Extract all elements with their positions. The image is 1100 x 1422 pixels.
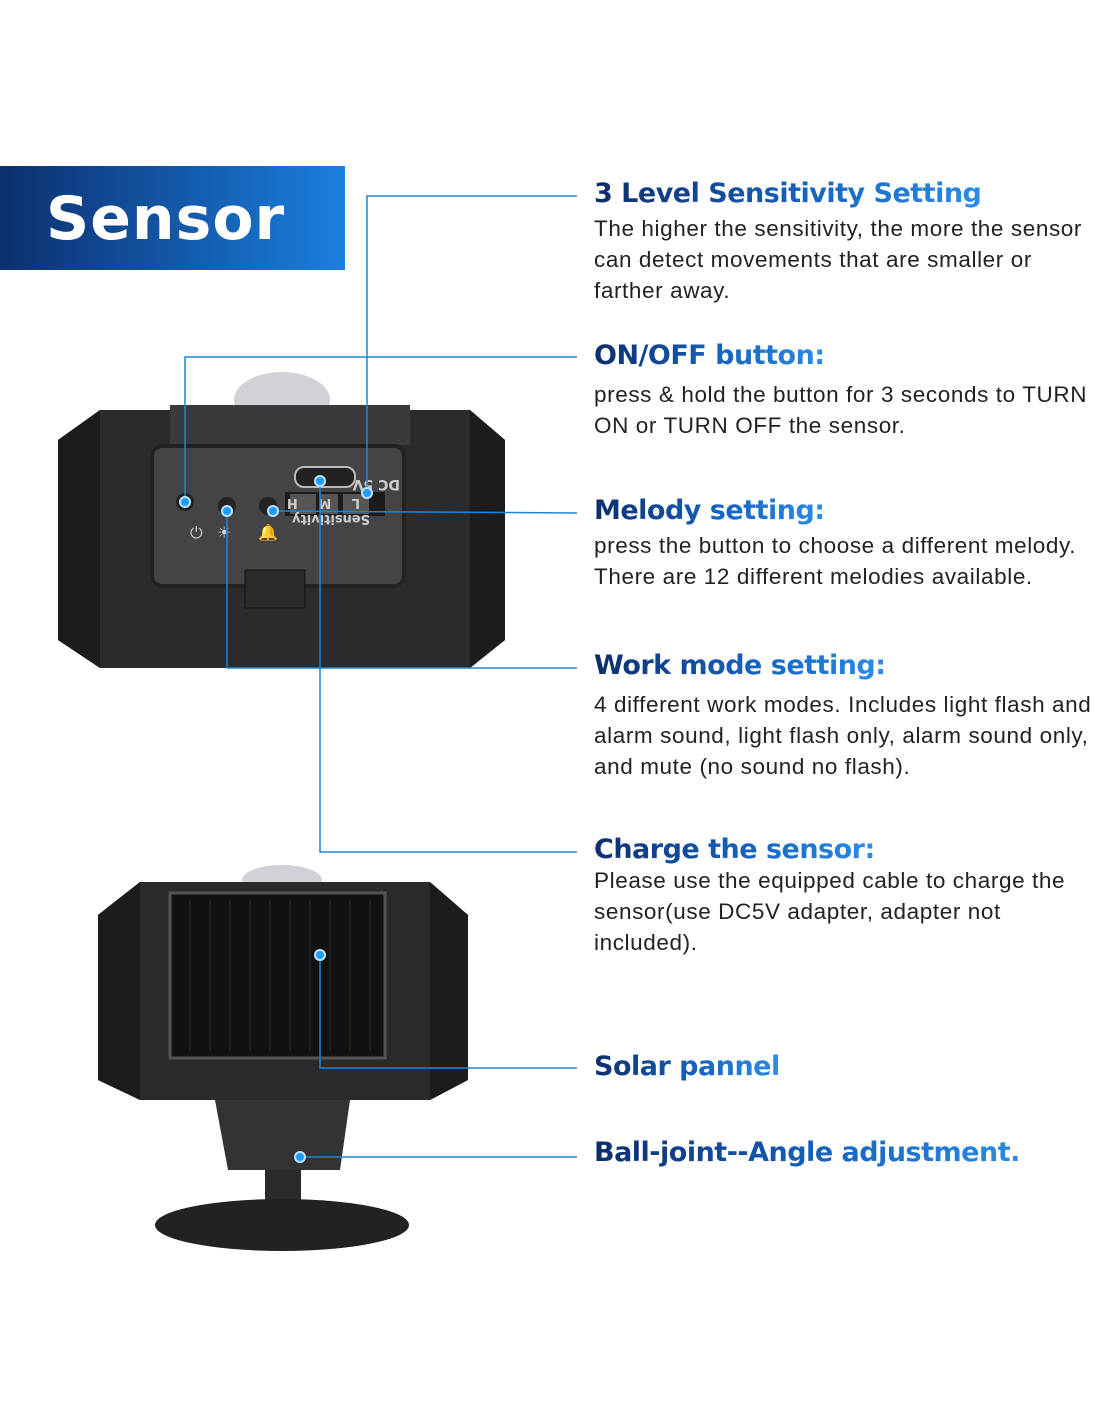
section-on-off: ON/OFF button: press & hold the button fo… (594, 340, 1100, 441)
sensor-back-view: ⏻ ☀ 🔔 DC 5V Sensitivity L M H (58, 372, 505, 1251)
section-work-mode: Work mode setting: 4 different work modes… (594, 650, 1100, 782)
section-title: Solar pannel (594, 1051, 780, 1082)
section-body: 4 different work modes. Includes light f… (594, 692, 1092, 779)
section-body: Please use the equipped cable to charge … (594, 868, 1066, 955)
section-title: Work mode setting: (594, 650, 886, 681)
section-title: Charge the sensor: (594, 834, 875, 865)
section-body: press the button to choose a different m… (594, 533, 1077, 589)
bell-glyph: 🔔 (258, 523, 278, 542)
section-title: ON/OFF button: (594, 340, 825, 371)
section-title: 3 Level Sensitivity Setting (594, 178, 982, 209)
section-ball-joint: Ball-joint--Angle adjustment. (594, 1137, 1100, 1168)
section-body: press & hold the button for 3 seconds to… (594, 382, 1088, 438)
section-body: The higher the sensitivity, the more the… (594, 216, 1083, 303)
section-charge: Charge the sensor:Please use the equippe… (594, 834, 1100, 958)
section-solar: Solar pannel (594, 1051, 1100, 1082)
light-glyph: ☀ (217, 523, 231, 542)
leader-lines (179, 195, 578, 1163)
section-title: Melody setting: (594, 495, 825, 526)
title-banner: Sensor (0, 166, 345, 270)
section-melody: Melody setting: press the button to choos… (594, 495, 1100, 592)
power-glyph: ⏻ (190, 523, 203, 542)
section-title: Ball-joint--Angle adjustment. (594, 1137, 1020, 1168)
sensitivity-label: Sensitivity (292, 511, 370, 526)
banner-title: Sensor (46, 184, 286, 254)
